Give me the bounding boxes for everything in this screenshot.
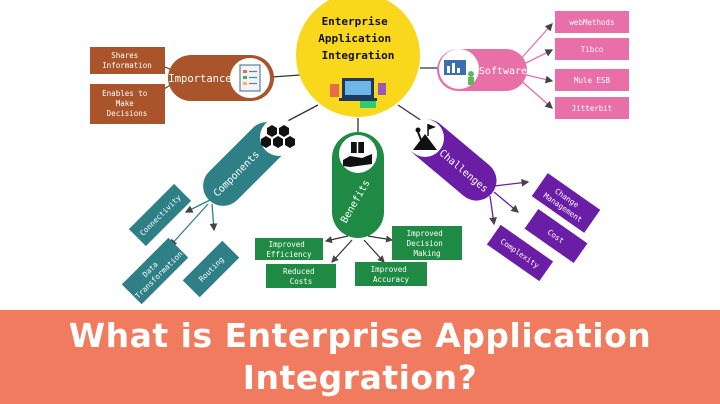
center-node: Enterprise Application Integration	[296, 0, 420, 117]
importance-item-0-text: Shares Information	[102, 51, 152, 70]
title-banner: What is Enterprise Application Integrati…	[0, 310, 720, 404]
banner-title: What is Enterprise Application Integrati…	[68, 316, 652, 397]
hexagon-cluster-icon	[260, 118, 298, 156]
components-item-0	[128, 183, 192, 247]
benefits-item-2	[266, 264, 336, 288]
components-item-1	[121, 237, 189, 305]
center-title: Enterprise Application Integration	[318, 15, 397, 62]
hand-box-icon	[339, 135, 377, 173]
benefits-branch: Benefits Improved Efficiency Improved De…	[255, 132, 462, 288]
challenges-item-2	[486, 224, 554, 282]
checklist-icon	[230, 58, 270, 98]
software-label: Software	[479, 66, 527, 77]
benefits-item-1-text: Improved Decision Making	[407, 229, 448, 258]
software-item-2-text: Mule ESB	[574, 76, 611, 85]
importance-item-0	[90, 47, 165, 74]
benefits-item-3-text: Improved Accuracy	[371, 265, 412, 284]
importance-item-1-text: Enables to Make Decisions	[102, 89, 152, 118]
components-item-2	[182, 240, 240, 298]
analytics-icon	[439, 49, 479, 89]
challenges-item-0	[531, 173, 601, 233]
eai-mind-map: Shares Information Enables to Make Decis…	[90, 0, 629, 305]
importance-item-1	[90, 84, 165, 124]
benefits-item-2-text: Reduced Costs	[283, 267, 319, 286]
software-item-1-text: Tibco	[581, 45, 604, 54]
software-item-2	[555, 69, 629, 91]
software-item-3	[555, 97, 629, 119]
importance-label: Importance	[168, 73, 231, 85]
benefits-item-1	[392, 226, 462, 260]
software-item-3-text: Jitterbit	[572, 104, 613, 113]
software-branch: webMethods Tibco Mule ESB Jitterbit Soft…	[437, 11, 629, 119]
challenges-branch: Challenges Change Management Cost Comple…	[406, 119, 601, 282]
computer-devices-icon	[330, 78, 386, 108]
benefits-item-0	[255, 238, 323, 260]
software-item-1	[555, 38, 629, 60]
benefits-item-3	[355, 262, 427, 286]
software-item-0-text: webMethods	[569, 18, 614, 27]
challenges-item-1	[524, 208, 588, 264]
climber-icon	[406, 119, 444, 157]
benefits-item-0-text: Improved Efficiency	[266, 240, 312, 259]
importance-branch: Shares Information Enables to Make Decis…	[90, 47, 274, 124]
software-item-0	[555, 11, 629, 33]
